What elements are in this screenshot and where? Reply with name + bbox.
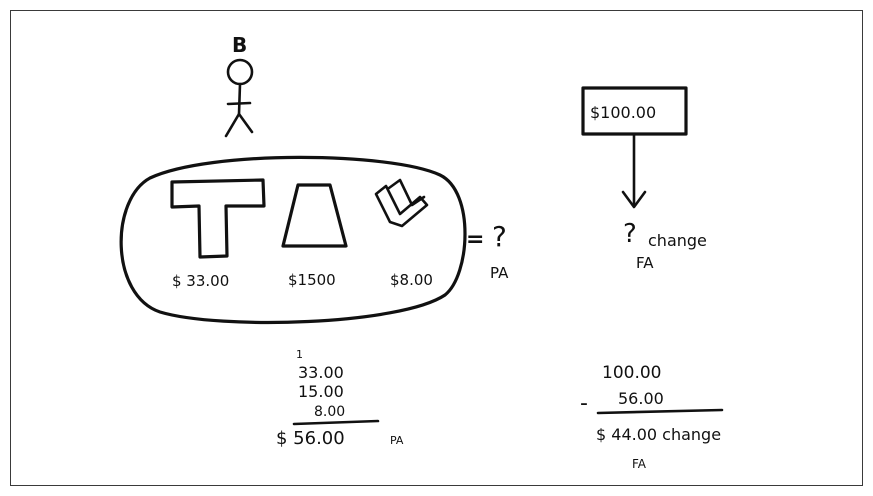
- equals-sign: =: [466, 227, 484, 252]
- subtraction-tag: FA: [632, 457, 647, 471]
- person-arms: [226, 101, 252, 106]
- addition-sum: $ 56.00: [276, 428, 345, 449]
- person-head: [226, 58, 254, 86]
- change-word: change: [648, 231, 707, 250]
- addition-rule: [292, 419, 380, 426]
- subtraction-rule: [596, 408, 724, 415]
- addition-carry: 1: [296, 348, 303, 361]
- addition-line-1: 33.00: [298, 363, 344, 382]
- person-label: B: [232, 33, 247, 57]
- addition-line-2: 15.00: [298, 382, 344, 401]
- addition-calc: 1 33.00 15.00 8.00 $ 56.00 PA: [276, 348, 404, 449]
- skirt-icon: [281, 183, 348, 248]
- total-question: ?: [492, 220, 507, 253]
- subtraction-minuend: 100.00: [602, 363, 661, 383]
- arrow-head: [621, 190, 647, 209]
- subtraction-subtrahend: 56.00: [618, 389, 664, 408]
- shirt-icon: [170, 178, 266, 259]
- diagram-frame: [10, 10, 863, 486]
- items-oval: [119, 155, 467, 325]
- person-figure: B: [224, 33, 254, 138]
- change-question: ?: [623, 219, 637, 249]
- payment-amount: $100.00: [590, 103, 656, 122]
- shirt-price: $ 33.00: [172, 272, 229, 290]
- skirt-price: $1500: [288, 271, 336, 289]
- addition-tag: PA: [390, 434, 404, 447]
- socks-icon: [374, 178, 429, 228]
- person-legs: [224, 112, 254, 138]
- subtraction-sign: -: [580, 391, 588, 416]
- socks-price: $8.00: [390, 271, 433, 289]
- subtraction-calc: 100.00 - 56.00 $ 44.00 change FA: [580, 363, 724, 471]
- change-tag: FA: [636, 254, 654, 272]
- person-body: [237, 82, 242, 116]
- total-tag: PA: [490, 264, 509, 282]
- subtraction-result: $ 44.00 change: [596, 425, 721, 444]
- addition-line-3: 8.00: [314, 404, 345, 420]
